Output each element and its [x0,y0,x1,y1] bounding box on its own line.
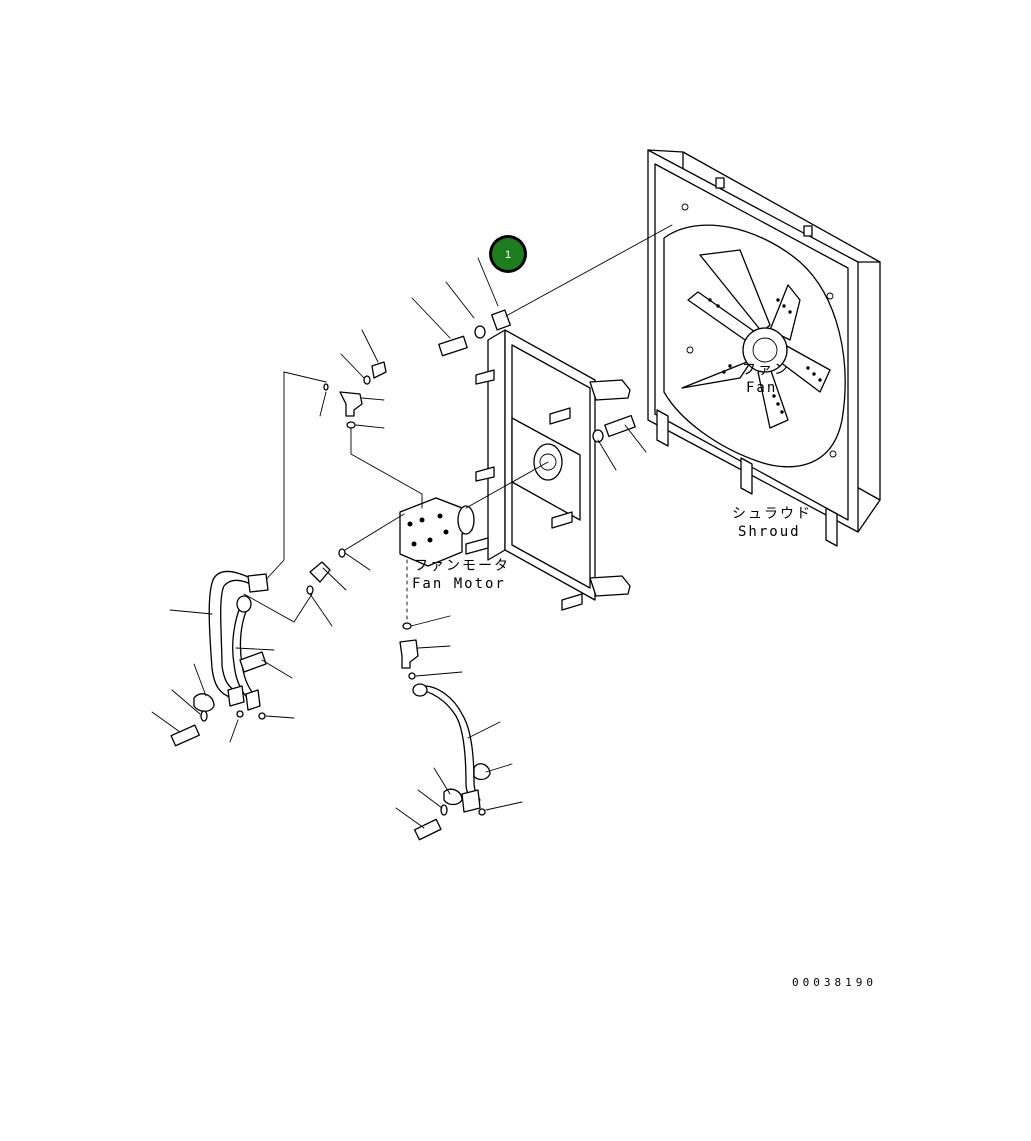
fan [681,249,831,429]
bolt-set-left [151,689,295,747]
bolt-set-upper [411,224,673,357]
motor-bracket [465,329,631,611]
shroud-label-jp: シュラウド [732,506,812,522]
clamp-bottom [433,763,523,816]
shroud-label-en: Shroud [738,524,801,540]
bolt-set-right [592,414,647,471]
fan-motor-label-jp: ファンモータ [414,558,510,574]
elbow-fitting-left [243,513,405,627]
fan-label-en: Fan [746,380,777,396]
callout-number: 1 [505,249,511,261]
fan-label-jp: ファン [742,362,790,378]
clamp-left [193,651,293,712]
drawing-number: 00038190 [792,976,877,989]
bolt-set-bottom [395,789,448,841]
hose-bottom [399,559,501,813]
fan-motor [399,461,549,567]
fittings-upper [319,329,423,509]
hose-left [169,371,327,711]
callout-1[interactable]: 1 [489,235,527,273]
fan-motor-label-en: Fan Motor [412,576,506,592]
